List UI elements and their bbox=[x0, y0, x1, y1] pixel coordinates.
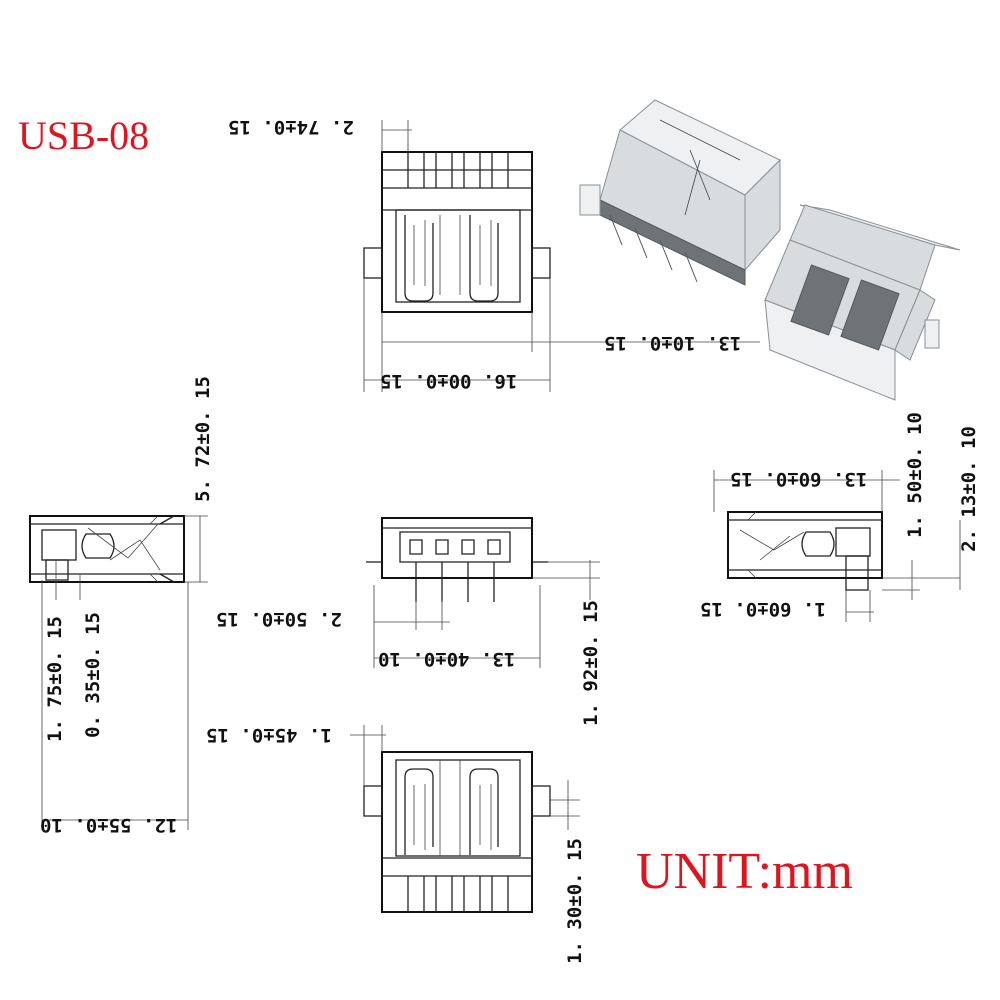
dim-top-pitch: 2. 74±0. 15 bbox=[228, 116, 354, 138]
bottom-view bbox=[350, 725, 580, 913]
part-title: USB-08 bbox=[18, 113, 150, 158]
right-side-view bbox=[713, 470, 961, 622]
dim-bottom-height: 1. 30±0. 15 bbox=[563, 838, 586, 964]
dim-right-c: 1. 60±0. 15 bbox=[700, 598, 826, 620]
dim-front-pitch: 2. 50±0. 15 bbox=[216, 608, 342, 630]
dim-right-a: 1. 50±0. 10 bbox=[903, 412, 926, 538]
dim-front-span: 13. 40±0. 10 bbox=[378, 648, 516, 670]
dim-front-height: 1. 92±0. 15 bbox=[579, 600, 602, 726]
dim-right-b: 2. 13±0. 10 bbox=[957, 426, 980, 552]
dim-top-length: 13. 10±0. 15 bbox=[604, 332, 742, 354]
dim-left-a: 1. 75±0. 15 bbox=[43, 616, 66, 742]
dim-left-b: 0. 35±0. 15 bbox=[81, 612, 104, 738]
dim-right-length: 13. 60±0. 15 bbox=[730, 468, 868, 490]
dim-left-length: 12. 55±0. 10 bbox=[40, 814, 178, 836]
unit-label: UNIT:mm bbox=[636, 843, 853, 900]
dim-bottom-pitch: 1. 45±0. 15 bbox=[206, 724, 332, 746]
dim-left-height: 5. 72±0. 15 bbox=[191, 376, 214, 502]
top-view bbox=[363, 120, 760, 392]
left-side-view bbox=[29, 515, 208, 830]
front-view bbox=[366, 517, 600, 668]
dim-top-width: 16. 00±0. 15 bbox=[380, 370, 518, 392]
product-photo bbox=[579, 99, 961, 401]
